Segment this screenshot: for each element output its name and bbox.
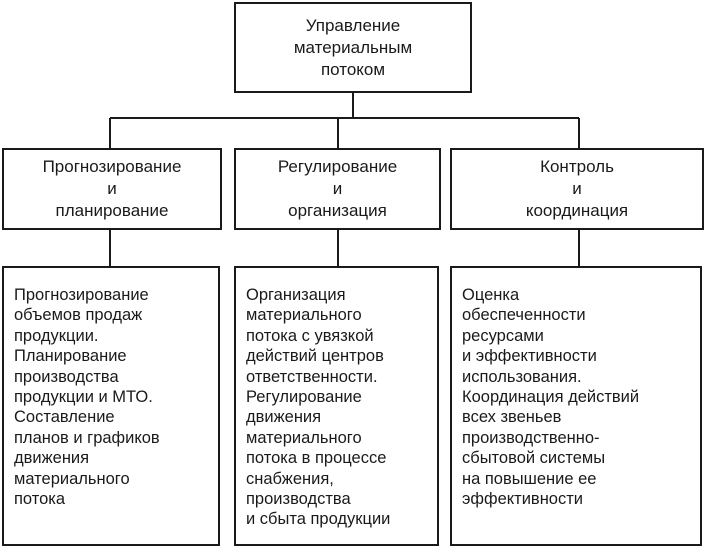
detail-text-line: движения bbox=[246, 408, 322, 427]
detail-box-control: Оценка обеспеченности ресурсами и эффект… bbox=[450, 266, 702, 546]
detail-text-line: материального bbox=[14, 469, 130, 488]
detail-box-regulation: Организация материального потока с увязк… bbox=[234, 266, 439, 546]
detail-text-line: ресурсами bbox=[462, 326, 544, 345]
detail-text-line: и сбыта продукции bbox=[246, 510, 391, 529]
root-node-box: Управление материальным потоком bbox=[234, 2, 472, 93]
detail-text-line: объемов продаж bbox=[14, 306, 143, 325]
category-label-line: Регулирование bbox=[277, 157, 398, 176]
detail-text-line: материального bbox=[246, 428, 362, 447]
detail-text-line: обеспеченности bbox=[462, 306, 586, 325]
detail-text-line: движения bbox=[14, 449, 90, 468]
root-node-line: материальным bbox=[293, 37, 413, 57]
detail-box-forecasting: Прогнозирование объемов продаж продукции… bbox=[2, 266, 220, 546]
detail-text-line: Планирование bbox=[14, 347, 127, 366]
detail-text-line: ответственности. bbox=[246, 367, 378, 386]
detail-text-line: производственно- bbox=[462, 428, 600, 447]
category-label-line: и bbox=[107, 179, 117, 198]
detail-text-line: на повышение ее bbox=[462, 469, 597, 488]
detail-text-line: сбытовой системы bbox=[462, 449, 606, 468]
category-label-line: планирование bbox=[55, 201, 169, 220]
detail-text-line: и эффективности bbox=[462, 347, 597, 366]
category-label-line: и bbox=[572, 179, 582, 198]
category-box-forecasting: Прогнозирование и планирование bbox=[2, 148, 222, 230]
detail-text-line: Организация bbox=[246, 286, 346, 304]
detail-text-line: планов и графиков bbox=[14, 428, 160, 447]
detail-text-line: Прогнозирование bbox=[14, 286, 149, 304]
category-label-line: Прогнозирование bbox=[42, 157, 182, 176]
detail-text-line: использования. bbox=[462, 367, 582, 386]
detail-text-line: Регулирование bbox=[246, 388, 362, 407]
root-node-line: потоком bbox=[320, 59, 386, 79]
category-label-line: и bbox=[332, 179, 343, 198]
category-box-regulation: Регулирование и организация bbox=[234, 148, 441, 230]
detail-text-line: потока с увязкой bbox=[246, 326, 374, 345]
detail-text-line: Оценка bbox=[462, 286, 520, 304]
detail-text-line: потока bbox=[14, 490, 66, 509]
detail-text-line: производства bbox=[246, 490, 351, 509]
detail-text-line: Составление bbox=[14, 408, 115, 427]
detail-text-line: снабжения, bbox=[246, 469, 334, 488]
detail-text-line: производства bbox=[14, 367, 119, 386]
category-box-control: Контроль и координация bbox=[450, 148, 704, 230]
detail-text-line: действий центров bbox=[246, 347, 384, 366]
detail-text-line: материального bbox=[246, 306, 362, 325]
detail-text-line: Координация действий bbox=[462, 388, 640, 407]
category-label-line: Контроль bbox=[540, 157, 614, 176]
detail-text-line: продукции. bbox=[14, 326, 99, 345]
category-label-line: координация bbox=[525, 201, 629, 220]
detail-text-line: всех звеньев bbox=[462, 408, 562, 427]
root-node-line: Управление bbox=[305, 15, 401, 35]
detail-text-line: продукции и МТО. bbox=[14, 388, 153, 407]
detail-text-line: потока в процессе bbox=[246, 449, 387, 468]
category-label-line: организация bbox=[288, 201, 387, 220]
detail-text-line: эффективности bbox=[462, 490, 584, 509]
